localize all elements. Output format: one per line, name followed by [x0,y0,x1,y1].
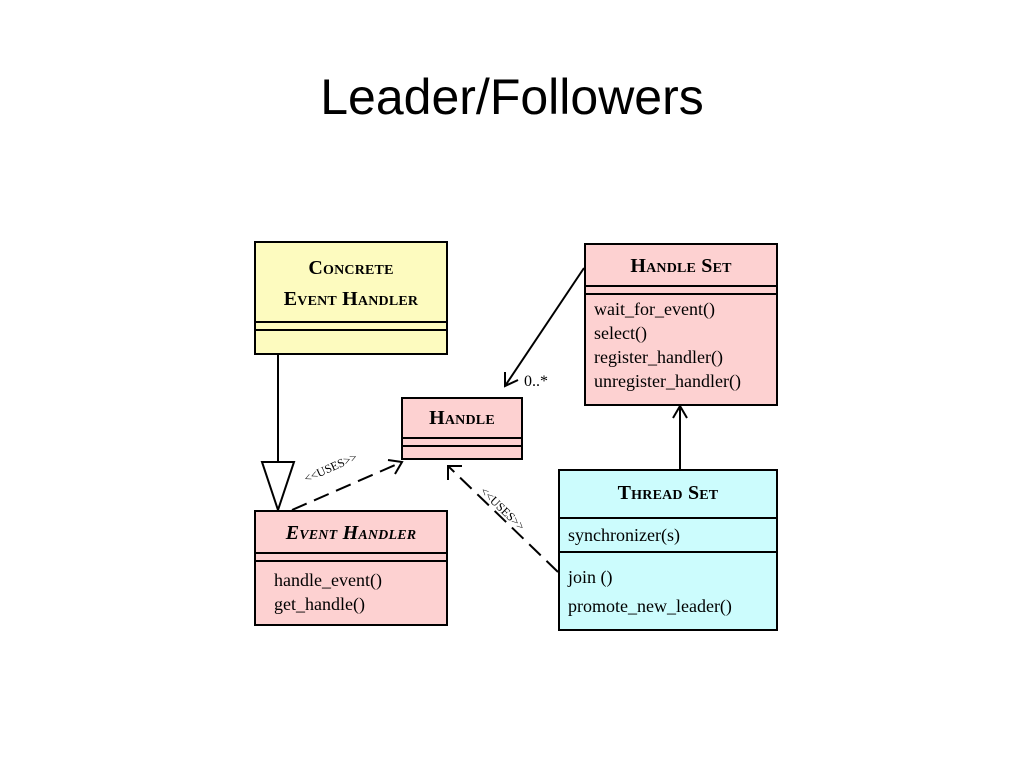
method: select() [594,323,647,343]
attributes-separator [256,552,446,560]
methods-separator: wait_for_event() select() register_handl… [586,293,776,393]
class-name: Handle Set [630,255,732,277]
class-handle-set: Handle Set wait_for_event() select() reg… [584,243,778,406]
class-thread-set: Thread Set synchronizer(s) join () promo… [558,469,778,631]
attributes-separator [256,321,446,329]
class-name: Event Handler [285,522,417,544]
thread-set-to-handle-set-arrowhead [672,404,688,419]
method: get_handle() [274,594,365,614]
uses-line-event-handler [291,461,403,511]
class-name-line-2: Event Handler [283,288,419,310]
method: unregister_handler() [594,371,741,391]
class-name: Thread Set [617,482,719,504]
class-name-line-1: Concrete [308,257,394,279]
methods-separator: handle_event() get_handle() [256,560,446,616]
uses-line-thread-set [447,465,559,573]
methods-separator [256,329,446,331]
attribute: synchronizer(s) [568,525,680,545]
method: join () [568,567,613,587]
uses-arrowhead-thread-set [447,465,462,480]
uses-arrowhead-event-handler [387,459,404,475]
class-name: Concrete Event Handler [256,243,446,315]
methods-separator [403,445,521,447]
method: handle_event() [274,570,382,590]
slide-title: Leader/Followers [320,69,704,125]
generalization-triangle [260,461,296,514]
class-concrete-event-handler: Concrete Event Handler [254,241,448,355]
attributes-separator [403,437,521,445]
class-event-handler: Event Handler handle_event() get_handle(… [254,510,448,626]
methods-compartment: join () promote_new_leader() [560,551,776,621]
method: promote_new_leader() [568,596,732,616]
method: wait_for_event() [594,299,715,319]
method: register_handler() [594,347,723,367]
association-arrowhead [504,372,519,388]
attributes-compartment: synchronizer(s) [560,517,776,551]
class-handle: Handle [401,397,523,460]
class-name: Handle [429,407,495,429]
multiplicity-label: 0..* [524,373,548,390]
association-line [504,267,585,387]
attributes-separator [586,285,776,293]
